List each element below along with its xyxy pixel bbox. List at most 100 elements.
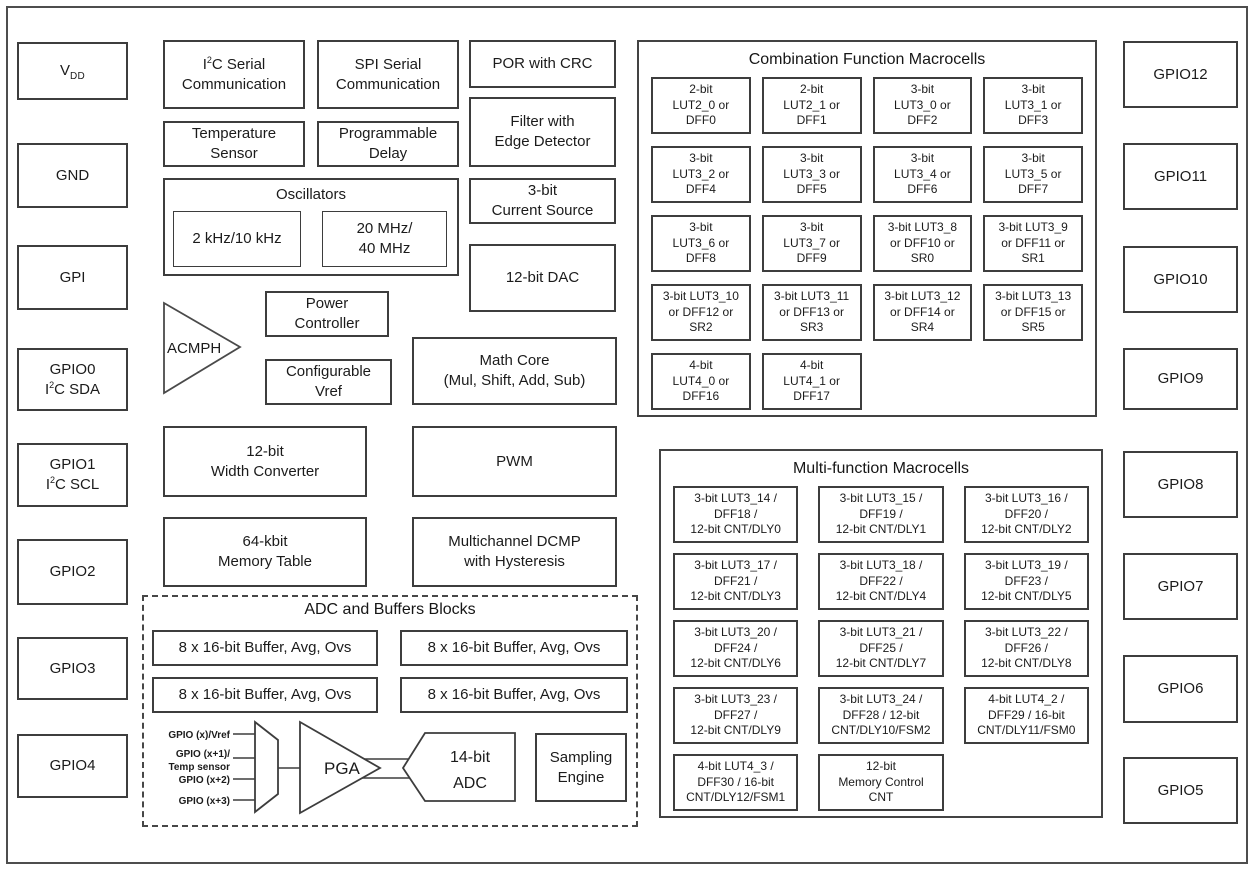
pin-label: GPIO3 [49, 659, 96, 677]
macrocell-line: LUT3_5 or [1004, 166, 1062, 181]
macrocell-line: or DFF14 or [890, 304, 955, 319]
macrocell-line: or DFF11 or [1001, 235, 1066, 250]
macrocell: 3-bit LUT3_15 /DFF19 /12-bit CNT/DLY1 [818, 486, 944, 543]
macrocell-line: DFF21 / [713, 573, 758, 588]
block-config-vref: Configurable Vref [265, 359, 392, 405]
analog-mux [254, 720, 279, 814]
macrocell-line: 12-bit CNT/DLY1 [835, 522, 927, 537]
macrocell-line: DFF7 [1018, 182, 1049, 197]
macrocell-line: DFF24 / [713, 640, 758, 655]
pin-label: GPIO11 [1153, 167, 1208, 185]
mux-input-label: GPIO (x+3) [179, 796, 230, 807]
macrocell: 3-bit LUT3_20 /DFF24 /12-bit CNT/DLY6 [673, 620, 799, 677]
pga-label: PGA [324, 759, 361, 778]
macrocell-line: SR2 [689, 320, 713, 335]
macrocell-line: 12-bit CNT/DLY0 [690, 522, 781, 537]
acmph-label: ACMPH [167, 340, 221, 357]
block-prog-delay: Programmable Delay [317, 121, 459, 167]
macrocell-line: 3-bit LUT3_21 / [839, 625, 923, 640]
macrocell-line: 3-bit LUT3_19 / [984, 558, 1068, 573]
macrocell-line: LUT3_6 or [672, 235, 730, 250]
macrocell: 3-bit LUT3_16 /DFF20 /12-bit CNT/DLY2 [963, 486, 1089, 543]
macrocell-line: 3-bit LUT3_10 [662, 289, 739, 304]
macrocell-line: 3-bit LUT3_13 [995, 289, 1072, 304]
macrocell-line: SR4 [910, 320, 935, 335]
macrocell-line: LUT3_4 or [894, 166, 951, 181]
macrocell-line: or DFF12 or [668, 304, 734, 319]
macrocell-line: LUT4_0 or [672, 373, 730, 388]
macrocell-line: 4-bit [689, 358, 713, 373]
pin-gpio5: GPIO5 [1123, 757, 1238, 824]
macrocell-line: 3-bit [1021, 151, 1045, 166]
block-sampling-engine: Sampling Engine [535, 733, 627, 802]
macrocell-line: DFF19 / [859, 506, 903, 521]
macrocell-line: 3-bit [799, 220, 824, 235]
macrocell-line: or DFF13 or [779, 304, 844, 319]
macrocell-line: Memory Control [838, 774, 924, 789]
block-temp-sensor: Temperature Sensor [163, 121, 305, 167]
pin-gnd: GND [17, 143, 128, 208]
macrocell-line: 3-bit LUT3_12 [884, 289, 961, 304]
macrocell-line: LUT3_3 or [783, 166, 840, 181]
macrocell-line: 3-bit LUT3_14 / [694, 491, 778, 506]
pin-vdd: VDD [17, 42, 128, 100]
macrocell-line: 3-bit LUT3_8 [887, 220, 958, 235]
pin-gpio7: GPIO7 [1123, 553, 1238, 620]
pin-label: GPIO6 [1157, 680, 1204, 698]
macrocell-line: 12-bit CNT/DLY8 [981, 656, 1072, 671]
macrocell-line: DFF16 [682, 389, 720, 404]
macrocell-line: 12-bit [865, 759, 896, 774]
macrocell: 3-bit LUT3_19 /DFF23 /12-bit CNT/DLY5 [963, 553, 1089, 610]
block-memory-table: 64-kbit Memory Table [163, 517, 367, 587]
block-filter-edge: Filter with Edge Detector [469, 97, 616, 167]
macrocell-line: 3-bit [1021, 82, 1045, 97]
macrocell-line: 4-bit LUT4_3 / [697, 759, 774, 774]
macrocell-line: SR0 [910, 251, 935, 266]
macrocell-line: SR5 [1021, 320, 1045, 335]
macrocell-line: 3-bit LUT3_11 [774, 289, 850, 304]
macrocell-line: 4-bit [799, 358, 824, 373]
block-osc-low: 2 kHz/10 kHz [173, 211, 301, 267]
macrocell-line: 12-bit CNT/DLY7 [835, 656, 927, 671]
macrocell-line: 12-bit CNT/DLY2 [981, 522, 1072, 537]
block-power-controller: Power Controller [265, 291, 389, 337]
macrocell-line: DFF25 / [859, 640, 903, 655]
buffer-block: 8 x 16-bit Buffer, Avg, Ovs [400, 677, 628, 713]
macrocell: 3-bit LUT3_22 /DFF26 /12-bit CNT/DLY8 [963, 620, 1089, 677]
macrocell-line: LUT4_1 or [783, 373, 840, 388]
macrocell-line: DFF22 / [859, 573, 903, 588]
pin-gpio12: GPIO12 [1123, 41, 1238, 108]
pin-label: GPI [59, 268, 86, 286]
combination-macrocells-title: Combination Function Macrocells [748, 51, 986, 68]
macrocell-line: LUT3_0 or [894, 97, 951, 112]
pin-gpio9: GPIO9 [1123, 348, 1238, 410]
block-pwm: PWM [412, 426, 617, 497]
macrocell-line: DFF8 [685, 251, 716, 266]
multifunction-macrocells-section: Multi-function Macrocells 3-bit LUT3_14 … [659, 449, 1103, 818]
buffer-block: 8 x 16-bit Buffer, Avg, Ovs [400, 630, 628, 666]
macrocell-line: 3-bit [910, 151, 935, 166]
pga-amplifier [299, 720, 382, 815]
multifunction-macrocells-title: Multi-function Macrocells [792, 460, 970, 477]
macrocell-line: 4-bit LUT4_2 / [988, 692, 1065, 707]
macrocell-line: 3-bit [799, 151, 824, 166]
pin-sublabel: I2C SDA [44, 379, 101, 398]
macrocell: 3-bit LUT3_17 /DFF21 /12-bit CNT/DLY3 [673, 553, 799, 610]
pin-label: GPIO0 [49, 360, 96, 378]
macrocell-line: DFF23 / [1004, 573, 1048, 588]
macrocell-line: 2-bit [689, 82, 713, 97]
macrocell-line: 3-bit LUT3_18 / [839, 558, 923, 573]
